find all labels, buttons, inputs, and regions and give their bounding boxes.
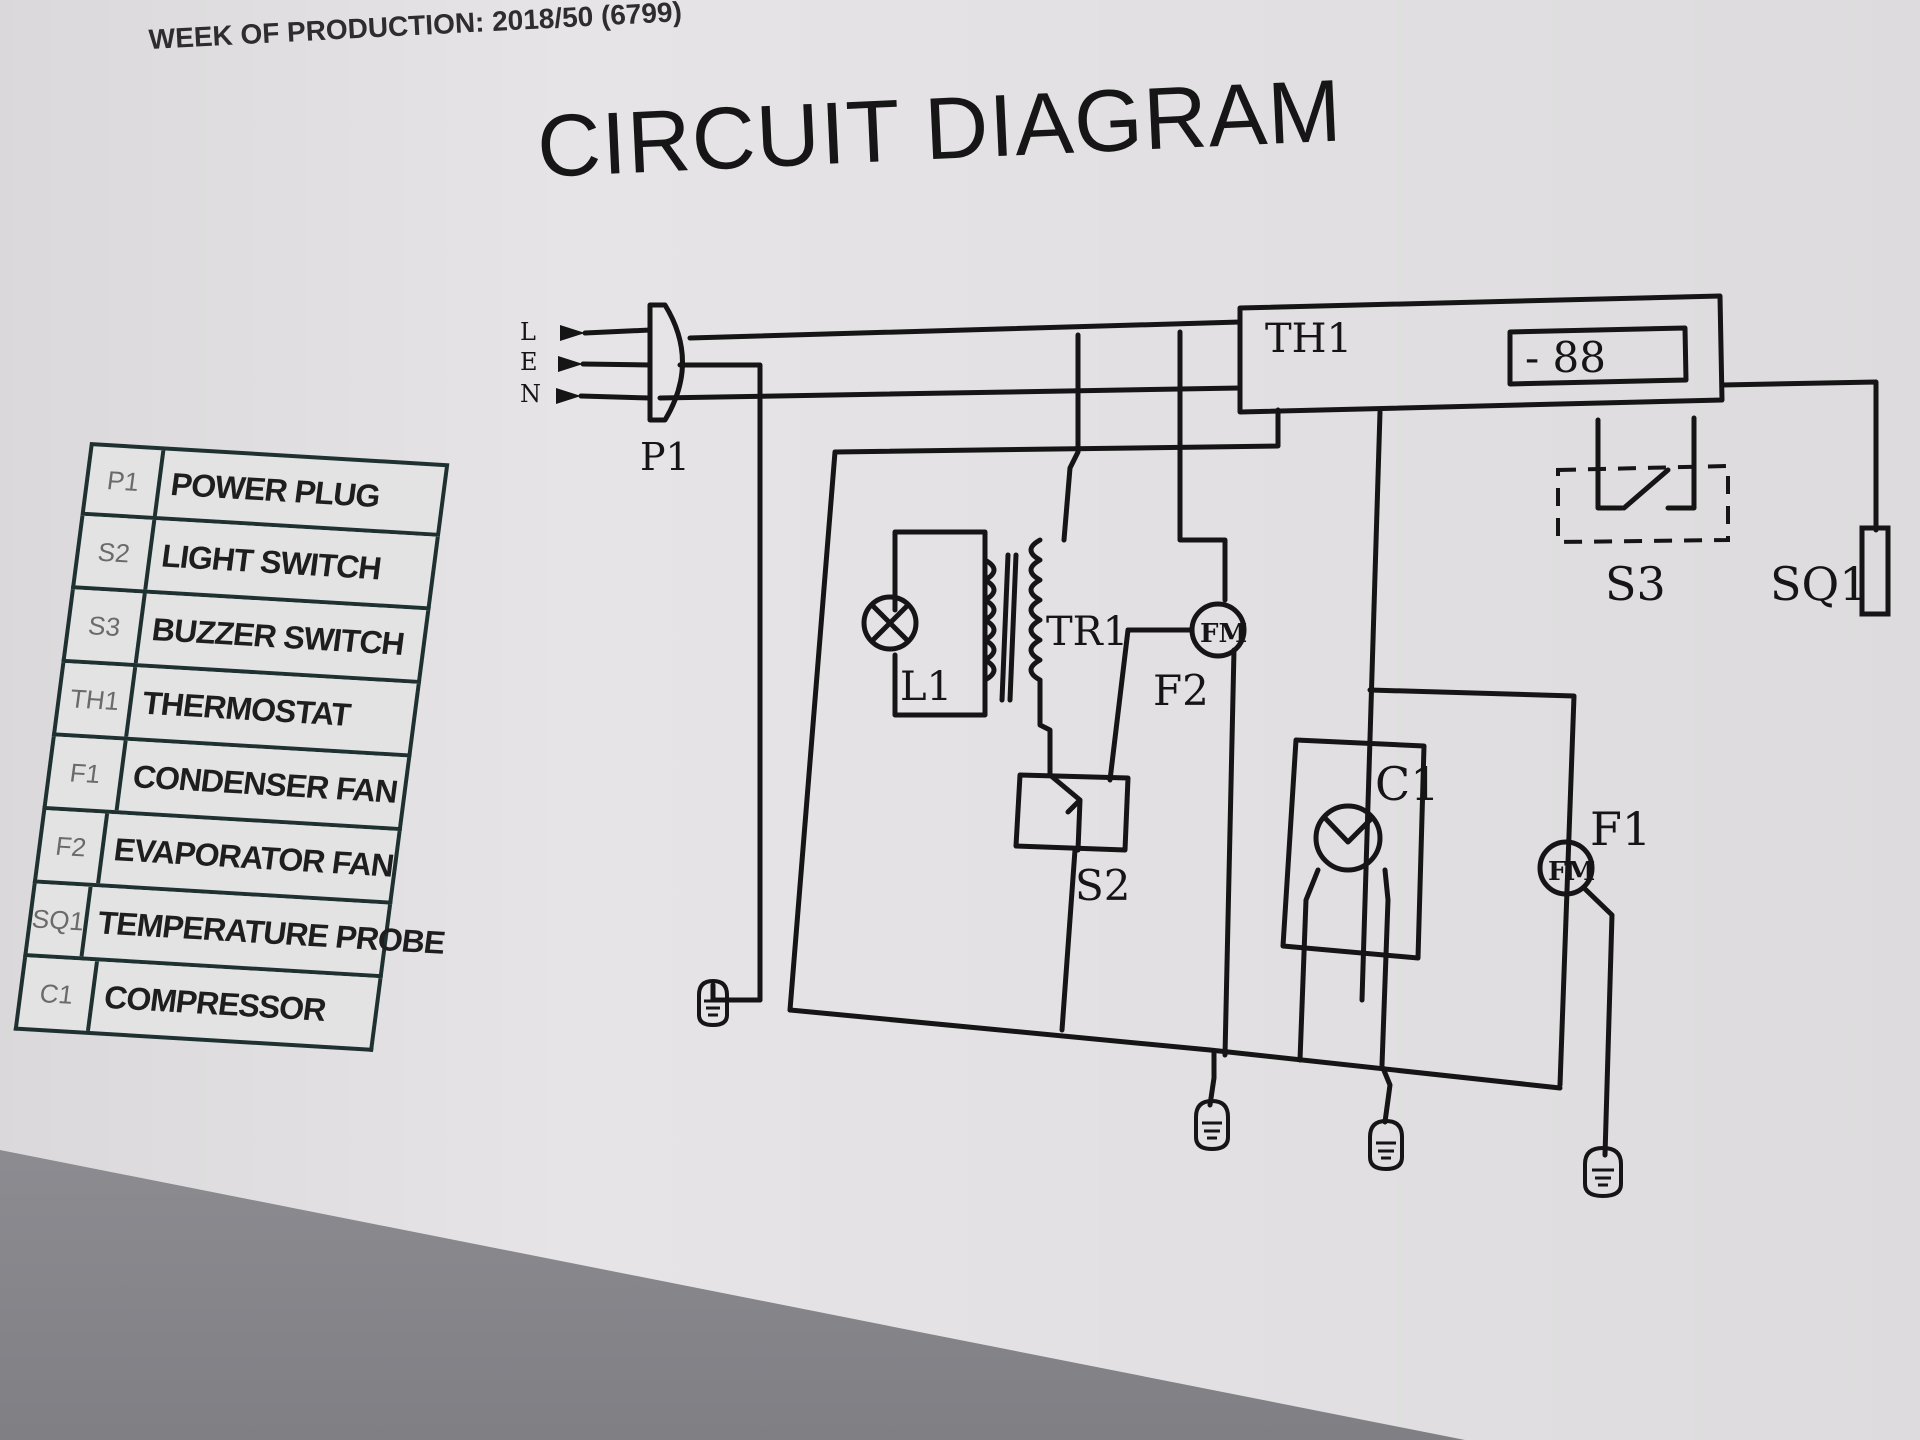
ground-symbols [697,978,1623,1199]
lamp-icon [861,594,919,652]
f1-earth-lead [1581,885,1615,1158]
transformer-primary-coil [982,557,997,683]
s2-label: S2 [1075,861,1131,910]
return-loop-left [787,407,1281,1013]
arrow-n-icon [556,388,581,404]
s3-label: S3 [1605,557,1666,611]
sq1-label: SQ1 [1770,557,1869,611]
ground-icon [1194,1098,1230,1152]
compressor-box [1280,737,1427,961]
lamp-loop [892,529,988,718]
c1-label: C1 [1375,757,1439,811]
th1-label: TH1 [1265,316,1352,362]
thermostat-th1: TH1 - 88 [1237,293,1725,415]
f2-label: F2 [1153,666,1209,715]
condenser-fan-f1: FM F1 [1537,802,1651,1158]
ground-icon [1583,1145,1623,1199]
plug-body [647,302,685,423]
ground-lead-2 [1380,1065,1393,1125]
compressor-c1: C1 [1280,409,1577,1088]
terminal-e-label: E [520,348,538,376]
transformer-core [999,552,1019,703]
earth-to-ground [710,982,763,1003]
s3-dashed-box [1556,463,1730,545]
f1-label: F1 [1590,802,1651,856]
tr1-label: TR1 [1046,609,1128,655]
fan-motor-icon [1537,839,1595,897]
tr1-to-s2 [1037,677,1053,778]
mains-wiring [657,319,1281,1013]
power-plug-p1: P1 [578,302,690,479]
s2-contact [1047,772,1083,853]
lamp-cross [869,602,911,644]
display-readout: - 88 [1525,333,1606,382]
live-line [687,319,1243,341]
f1-motor-label: FM [1548,857,1595,887]
neutral-return [787,1007,1563,1091]
s2-return [1059,847,1078,1033]
terminal-l-label: L [520,318,536,346]
mains-terminals: L E N [520,318,585,408]
ground-icon [1368,1118,1404,1172]
terminal-n-label: N [520,380,541,408]
ground-lead-1 [1207,1049,1217,1108]
s2-box [1013,772,1131,853]
lamp-transformer: L1 TR1 [861,529,1128,778]
l1-label: L1 [900,664,952,710]
c1-feed [1359,409,1383,1003]
f2-motor-label: FM [1200,619,1247,649]
f2-feed [1177,329,1228,603]
plug-pins [578,327,653,401]
transformer-secondary-coil [1028,537,1043,683]
buzzer-switch-s3: S3 [1556,415,1730,611]
arrow-l-icon [560,325,585,341]
thermostat-box [1237,293,1725,415]
light-switch-s2: S2 [1013,772,1131,1033]
tr1-feed [1061,332,1081,543]
neutral-line [657,385,1243,401]
sq1-lead [1719,379,1879,533]
display-box [1507,325,1689,387]
compressor-leads [1297,867,1391,1068]
s3-contacts [1595,415,1697,511]
p1-label: P1 [640,435,690,479]
f1-feed [1367,687,1577,1088]
f2-to-s2 [1107,627,1195,783]
probe-icon [1859,525,1891,617]
compressor-icon [1313,803,1383,873]
temperature-probe-sq1: SQ1 [1719,379,1891,617]
return-rail [787,1007,1563,1125]
compressor-symbol [1322,815,1375,845]
arrow-e-icon [558,356,583,372]
f2-return [1222,647,1237,1058]
evaporator-fan-f2: FM F2 [1107,601,1247,1058]
earth-line [677,362,763,1003]
